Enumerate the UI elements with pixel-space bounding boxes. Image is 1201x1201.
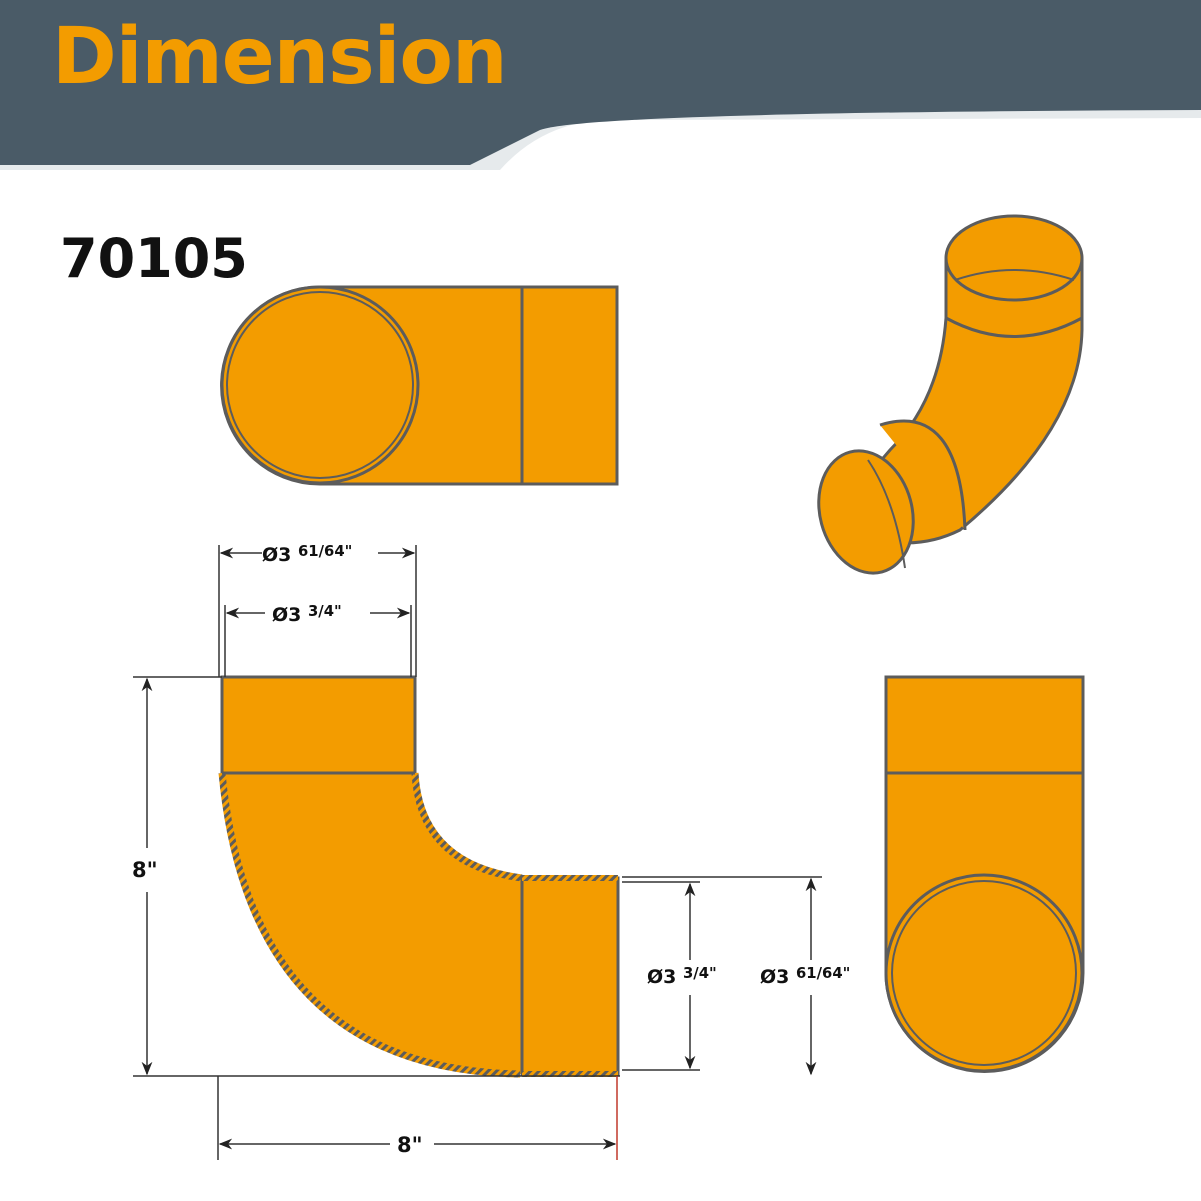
side-view xyxy=(884,675,1085,1073)
right-outer-diameter-label: Ø3 61/64" xyxy=(760,965,851,989)
dimension-lines xyxy=(133,545,822,1160)
front-view xyxy=(218,675,620,1078)
right-inner-diameter-label: Ø3 3/4" xyxy=(647,965,717,989)
top-outer-diameter-label: Ø3 61/64" xyxy=(262,543,353,567)
top-view xyxy=(220,285,619,486)
isometric-view xyxy=(817,214,1084,575)
header-band xyxy=(0,0,1201,170)
model-number: 70105 xyxy=(60,227,248,290)
top-inner-diameter-label: Ø3 3/4" xyxy=(272,603,342,627)
height-label: 8" xyxy=(132,858,158,882)
page-title: Dimension xyxy=(52,12,507,102)
width-label: 8" xyxy=(397,1133,423,1157)
